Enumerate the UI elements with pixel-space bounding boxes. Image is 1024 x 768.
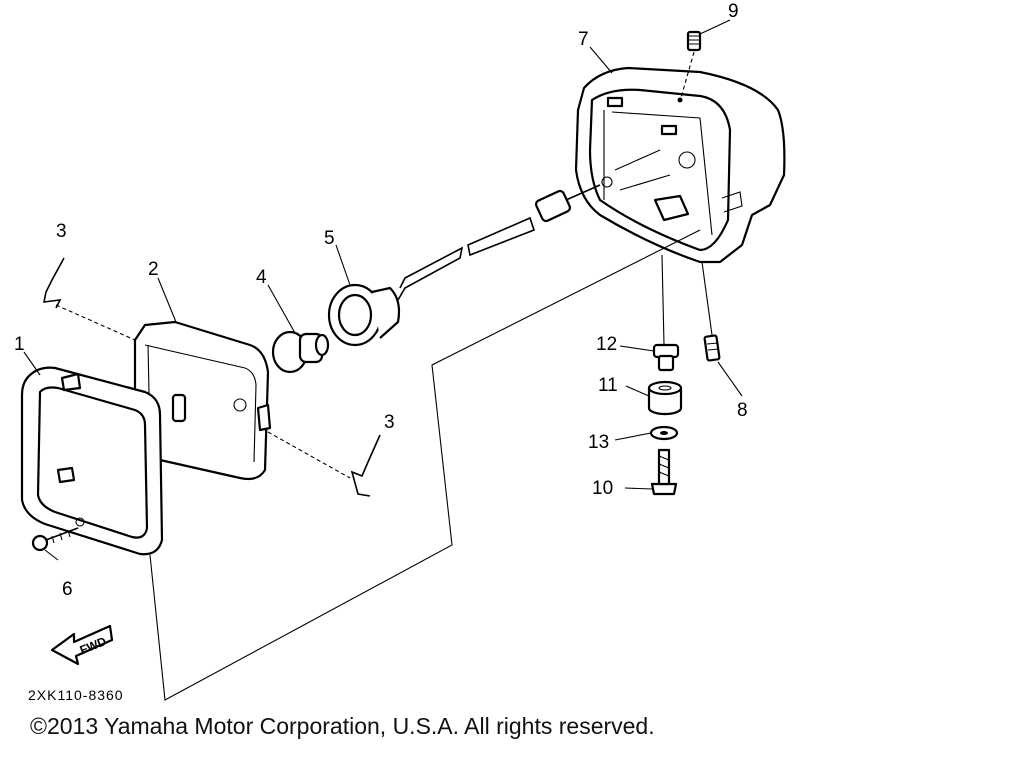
washer-13 bbox=[649, 425, 679, 441]
callout-1: 1 bbox=[14, 334, 25, 355]
callout-4: 4 bbox=[256, 267, 267, 288]
collar-12 bbox=[652, 343, 680, 372]
diagram-code: 2XK110-8360 bbox=[28, 687, 124, 703]
fwd-arrow-icon: FWD bbox=[50, 624, 114, 666]
spring-3-right bbox=[267, 431, 381, 497]
headlight-exploded-diagram: 1 2 3 3 4 5 6 7 8 9 10 11 12 13 FWD 2XK1… bbox=[14, 1, 786, 703]
copyright-notice: ©2013 Yamaha Motor Corporation, U.S.A. A… bbox=[30, 713, 655, 739]
callout-6: 6 bbox=[62, 579, 73, 600]
callout-5: 5 bbox=[324, 228, 335, 249]
callout-13: 13 bbox=[588, 432, 609, 453]
callout-11: 11 bbox=[598, 375, 618, 396]
screw-6 bbox=[31, 527, 79, 552]
spring-3-left bbox=[42, 257, 136, 341]
bolt-10 bbox=[650, 448, 678, 496]
grommet-11 bbox=[647, 380, 683, 416]
screw-9 bbox=[686, 30, 702, 52]
callout-8: 8 bbox=[737, 400, 748, 421]
callout-2: 2 bbox=[148, 259, 159, 280]
bulb-socket bbox=[327, 184, 601, 347]
screw-8 bbox=[703, 334, 721, 362]
callout-3-left: 3 bbox=[56, 221, 67, 242]
callout-7: 7 bbox=[578, 29, 589, 50]
callout-9: 9 bbox=[728, 1, 739, 22]
callout-12: 12 bbox=[596, 334, 617, 355]
headlight-housing bbox=[574, 66, 786, 264]
callout-3-right: 3 bbox=[384, 412, 395, 433]
callout-10: 10 bbox=[592, 478, 613, 499]
headlight-rim bbox=[20, 366, 164, 556]
bulb bbox=[271, 330, 330, 374]
